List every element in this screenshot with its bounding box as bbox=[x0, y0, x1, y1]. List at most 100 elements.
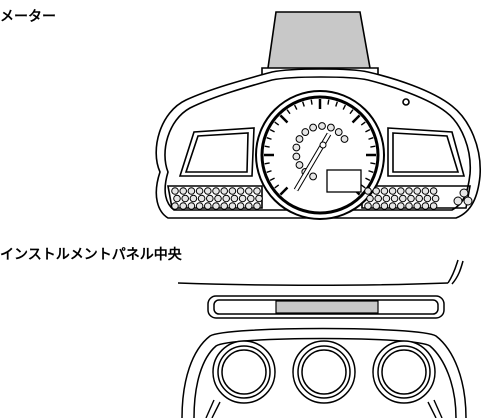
climate-dial-right bbox=[372, 340, 436, 404]
tachometer-tick bbox=[279, 114, 289, 124]
tachometer-bezel bbox=[260, 95, 380, 215]
warning-light bbox=[228, 202, 237, 210]
tachometer-tick bbox=[293, 104, 298, 110]
warning-light bbox=[453, 196, 463, 206]
warning-light bbox=[220, 187, 228, 195]
tachometer bbox=[255, 90, 385, 220]
section-heading-center-panel: インストルメントパネル中央 bbox=[0, 247, 182, 263]
warning-light bbox=[236, 202, 245, 210]
warning-light bbox=[429, 202, 438, 210]
tachometer-tick bbox=[274, 121, 280, 126]
tachometer-tick bbox=[360, 184, 366, 189]
warning-light bbox=[423, 194, 432, 203]
tachometer-marker-dot bbox=[309, 172, 318, 181]
warning-light bbox=[372, 202, 381, 210]
warning-light bbox=[421, 187, 430, 195]
dashboard-right-edge bbox=[447, 259, 459, 284]
tachometer-tick bbox=[302, 101, 305, 107]
left-indicator-area bbox=[167, 185, 263, 209]
climate-panel-housing bbox=[181, 327, 467, 418]
warning-light bbox=[415, 194, 424, 203]
warning-light bbox=[374, 194, 383, 203]
tachometer-tick bbox=[266, 170, 272, 173]
tachometer-tick bbox=[310, 99, 313, 105]
warning-light bbox=[397, 187, 405, 195]
tachometer-tick bbox=[274, 184, 280, 189]
tachometer-tick bbox=[360, 121, 366, 126]
tachometer-tick bbox=[351, 114, 361, 124]
tachometer-tick bbox=[264, 145, 270, 148]
left-warning-lights bbox=[171, 187, 263, 210]
center-display-bar-inner bbox=[213, 299, 439, 315]
warning-light bbox=[236, 187, 245, 195]
right-display-window bbox=[387, 127, 466, 177]
warning-light bbox=[189, 194, 198, 203]
warning-light bbox=[397, 202, 405, 210]
warning-light bbox=[247, 194, 255, 203]
digital-speed-display bbox=[326, 169, 362, 193]
warning-light bbox=[220, 202, 228, 210]
dashboard-top-line bbox=[177, 282, 449, 286]
tachometer-marker-dot bbox=[318, 122, 326, 130]
warning-light bbox=[197, 194, 206, 203]
warning-light bbox=[364, 187, 372, 195]
right-warning-lights bbox=[364, 187, 473, 210]
tachometer-tick bbox=[269, 128, 275, 133]
tachometer-marker-dot bbox=[309, 123, 318, 132]
warning-light bbox=[238, 194, 247, 203]
tachometer-marker-dot bbox=[295, 135, 304, 143]
warning-light bbox=[179, 187, 187, 195]
warning-light bbox=[214, 194, 222, 203]
warning-light bbox=[204, 187, 212, 195]
warning-light bbox=[372, 187, 381, 195]
warning-light bbox=[429, 187, 438, 195]
tachometer-tick bbox=[365, 128, 371, 133]
climate-dials bbox=[212, 340, 436, 404]
warning-light bbox=[255, 194, 263, 203]
warning-light bbox=[253, 202, 261, 210]
climate-dial-left bbox=[212, 340, 276, 404]
warning-light bbox=[388, 202, 397, 210]
tachometer-tick bbox=[368, 137, 374, 140]
warning-light bbox=[405, 202, 413, 210]
tachometer-marker-dot bbox=[295, 161, 304, 169]
tachometer-tick bbox=[266, 137, 272, 140]
tachometer-marker-dot bbox=[301, 128, 310, 136]
warning-light bbox=[253, 187, 261, 195]
tachometer-tick bbox=[335, 101, 338, 107]
center-panel-illustration bbox=[177, 259, 467, 418]
tachometer-tick bbox=[370, 162, 376, 165]
warning-light bbox=[171, 202, 179, 210]
warning-light bbox=[245, 202, 253, 210]
warning-light bbox=[366, 194, 374, 203]
tachometer-tick bbox=[269, 177, 275, 182]
warning-light bbox=[171, 187, 179, 195]
warning-light bbox=[431, 194, 440, 203]
warning-light bbox=[187, 202, 196, 210]
left-display-window-inner bbox=[184, 132, 249, 173]
warning-light bbox=[407, 194, 415, 203]
warning-light bbox=[187, 187, 196, 195]
warning-light bbox=[195, 202, 204, 210]
warning-light bbox=[413, 187, 422, 195]
climate-dial-center bbox=[292, 340, 356, 404]
warning-light bbox=[405, 187, 413, 195]
warning-light bbox=[413, 202, 422, 210]
warning-light bbox=[228, 187, 237, 195]
climate-panel-housing-inner bbox=[193, 337, 457, 418]
warning-light bbox=[388, 187, 397, 195]
tachometer-hub bbox=[319, 141, 327, 149]
dashboard-right-edge-inner bbox=[451, 260, 464, 285]
warning-light bbox=[390, 194, 399, 203]
cluster-housing-inner bbox=[164, 76, 472, 211]
warning-light bbox=[173, 194, 181, 203]
right-display-window-inner bbox=[392, 132, 460, 173]
warning-light bbox=[380, 187, 389, 195]
tachometer-marker-dot bbox=[326, 123, 335, 132]
tachometer-tick bbox=[365, 177, 371, 182]
warning-light bbox=[382, 194, 391, 203]
tachometer-tick bbox=[279, 186, 289, 196]
warning-light bbox=[364, 202, 372, 210]
trip-knob-icon bbox=[402, 98, 410, 106]
